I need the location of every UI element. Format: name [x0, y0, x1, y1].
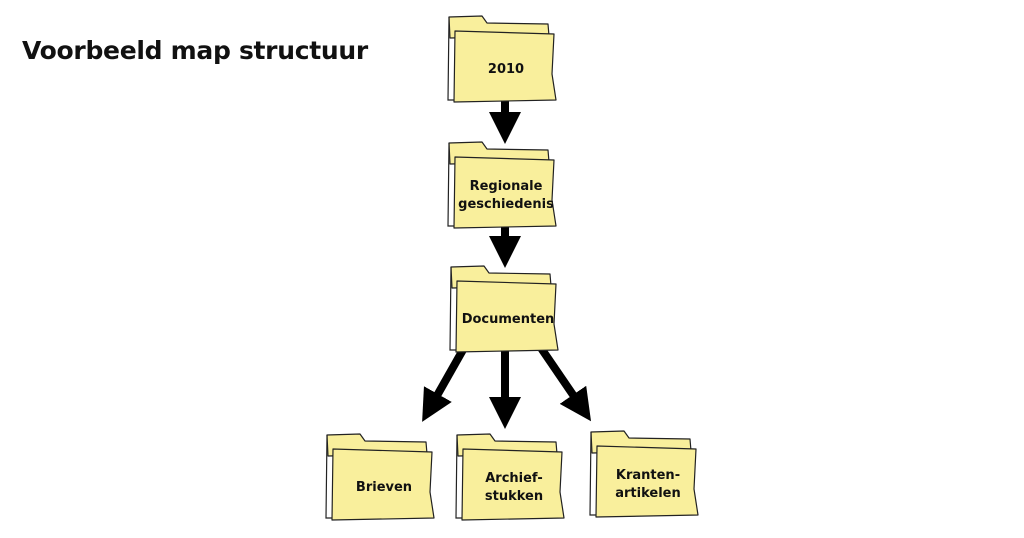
- folder-label: Kranten- artikelen: [615, 468, 681, 501]
- diagram-title: Voorbeeld map structuur: [22, 36, 368, 65]
- folder-icon: [589, 430, 699, 518]
- arrow-documenten-to-krantenartikelen: [537, 345, 592, 422]
- folder-icon: [325, 433, 435, 521]
- folder-brieven: Brieven: [324, 432, 436, 522]
- folder-archiefstukken: Archief- stukken: [454, 432, 566, 522]
- folder-regionale-geschiedenis: Regionale geschiedenis: [446, 140, 558, 230]
- folder-label: Documenten: [461, 312, 555, 327]
- folder-2010: 2010: [446, 14, 558, 104]
- folder-icon: [447, 141, 557, 229]
- folder-label: Regionale geschiedenis: [458, 179, 554, 212]
- folder-label: Archief- stukken: [484, 471, 544, 504]
- folder-label: Brieven: [355, 480, 413, 495]
- folder-icon: [447, 15, 557, 103]
- folder-label: 2010: [487, 62, 525, 77]
- folder-krantenartikelen: Kranten- artikelen: [588, 429, 700, 519]
- folder-documenten: Documenten: [448, 264, 560, 354]
- arrow-documenten-to-brieven: [422, 346, 468, 422]
- folder-icon: [455, 433, 565, 521]
- folder-icon: [449, 265, 559, 353]
